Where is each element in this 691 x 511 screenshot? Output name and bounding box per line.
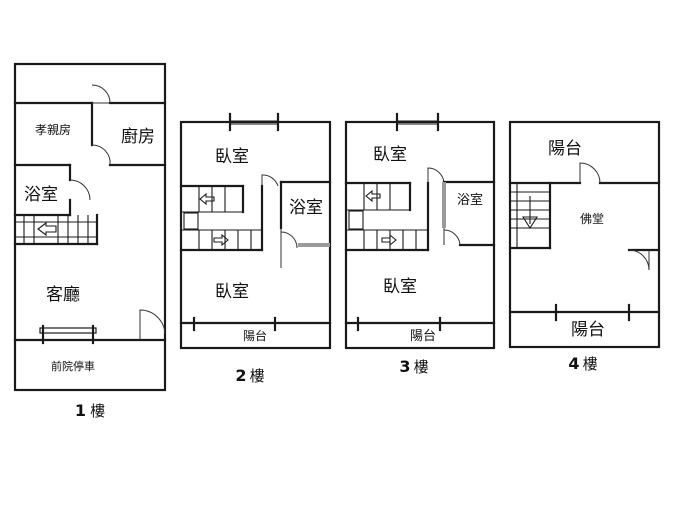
arrow-left-icon [365, 189, 381, 203]
room-label-bathroom: 浴室 [24, 185, 58, 205]
room-label-buddha-room: 佛堂 [580, 212, 604, 226]
door-icon [91, 84, 111, 104]
floor-3-outline [344, 120, 496, 350]
staircase-icon [346, 183, 428, 250]
room-label-bathroom: 浴室 [289, 198, 323, 218]
arrow-right-icon [381, 233, 397, 247]
room-label-kitchen: 廚房 [121, 126, 155, 147]
room-label-parking: 前院停車 [51, 359, 95, 373]
room-label-living-room: 客廳 [46, 285, 80, 305]
staircase-icon [181, 186, 262, 250]
room-label-bathroom: 浴室 [457, 192, 483, 208]
room-label-elder-bedroom: 孝親房 [35, 122, 71, 137]
floor-2-outline [179, 120, 332, 350]
door-icon [443, 228, 461, 246]
room-label-bedroom-top: 臥室 [373, 145, 407, 165]
staircase-icon [510, 183, 550, 248]
staircase-icon [15, 215, 97, 244]
door-icon [261, 174, 279, 187]
room-label-balcony: 陽台 [410, 329, 436, 344]
room-label-bedroom-bottom: 臥室 [215, 282, 249, 302]
room-label-balcony: 陽台 [243, 328, 267, 343]
arrow-left-icon [37, 221, 57, 237]
door-icon [139, 309, 166, 340]
door-icon [628, 249, 650, 271]
door-icon [579, 162, 601, 184]
door-icon [69, 179, 91, 201]
room-label-balcony-top: 陽台 [548, 139, 582, 159]
floor-4-outline [508, 120, 661, 349]
arrow-left-icon [199, 192, 215, 206]
arrow-down-icon [521, 196, 539, 230]
room-label-bedroom-top: 臥室 [215, 147, 249, 167]
door-icon [427, 167, 445, 184]
room-label-bedroom-bottom: 臥室 [383, 277, 417, 297]
door-icon [91, 144, 111, 166]
door-icon [280, 228, 298, 268]
floor-1-outline [13, 62, 167, 392]
arrow-right-icon [213, 233, 229, 247]
room-label-balcony-bottom: 陽台 [571, 320, 605, 340]
